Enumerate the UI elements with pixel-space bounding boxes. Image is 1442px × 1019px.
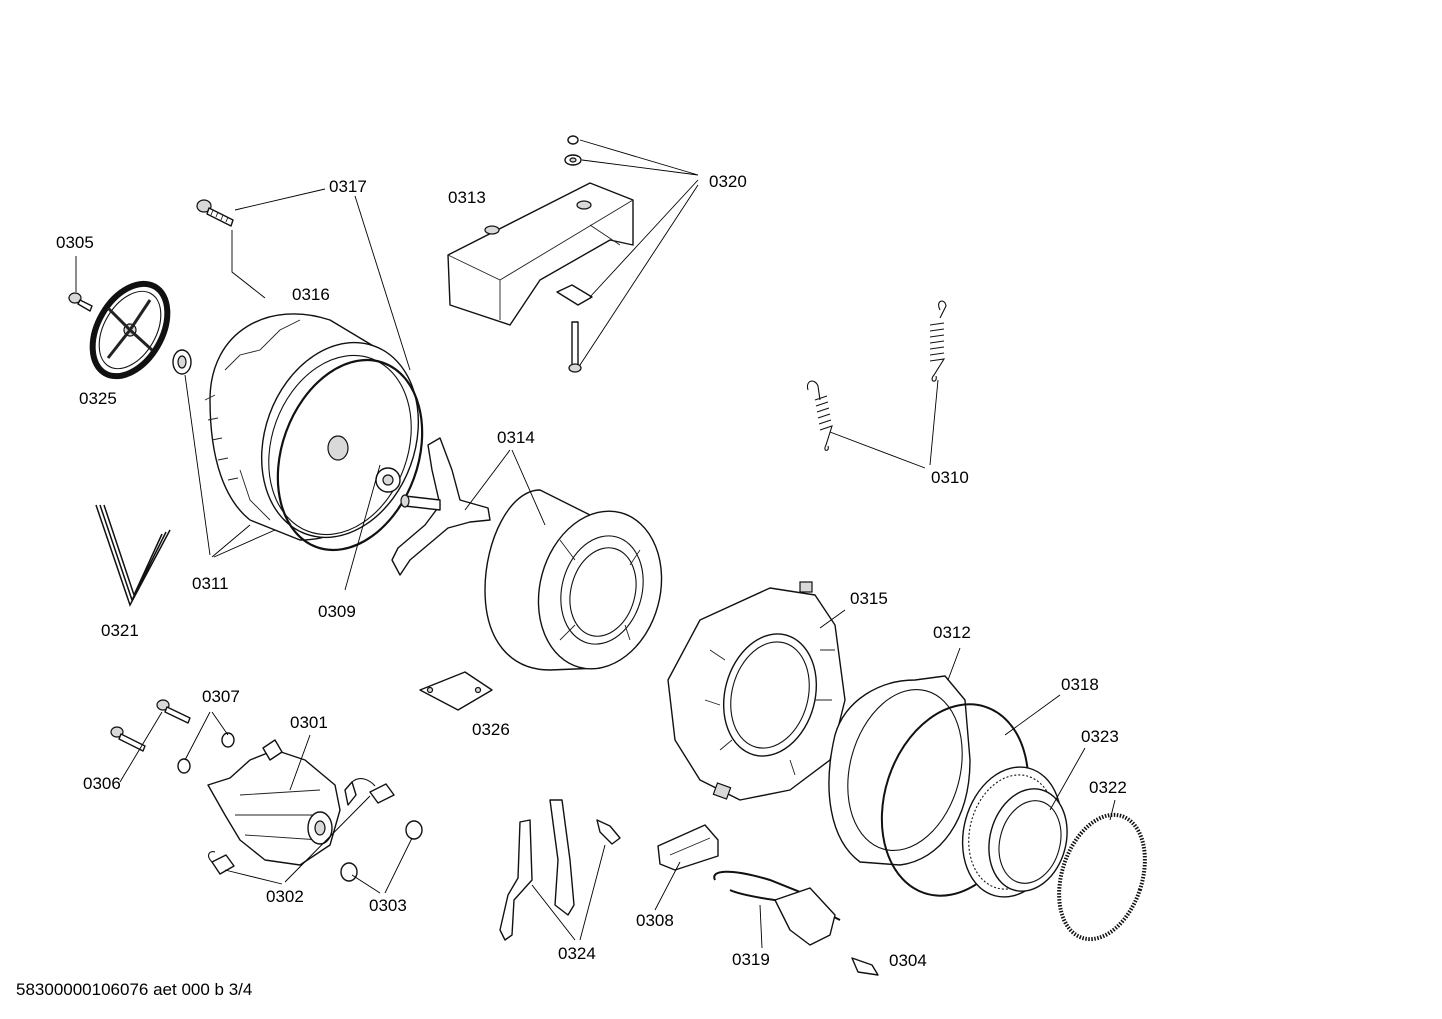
part-0324-shock-absorbers [499,799,621,941]
label-0306: 0306 [83,774,121,793]
part-0309-seal-ring [276,358,424,552]
label-0310: 0310 [931,468,969,487]
label-0324: 0324 [558,944,596,963]
part-0307-screw [156,699,191,724]
part-0317-screw [196,199,234,227]
part-0325-pulley [89,280,171,380]
label-0307: 0307 [202,687,240,706]
part-0319-heater [713,870,841,946]
label-0318: 0318 [1061,675,1099,694]
label-0312: 0312 [933,623,971,642]
label-0302: 0302 [266,887,304,906]
label-0313: 0313 [448,188,486,207]
label-0311: 0311 [192,574,229,593]
part-0308-bracket [657,824,719,871]
label-0314: 0314 [497,428,535,447]
part-0301-motor [207,739,357,866]
label-0322: 0322 [1089,778,1127,797]
part-0320-fixings [556,135,593,373]
part-0304-sensor [851,957,879,976]
part-0303-bushings [340,820,423,882]
part-0326-plate [419,671,493,711]
label-0325: 0325 [79,389,117,408]
label-0315: 0315 [850,589,888,608]
part-0305-screw [68,292,93,312]
part-number-labels: 0305 0317 0313 0320 0316 0325 0314 0310 … [56,172,1127,970]
label-0304: 0304 [889,951,927,970]
part-0311-bushing [172,349,192,375]
label-0323: 0323 [1081,727,1119,746]
label-0316: 0316 [292,285,330,304]
label-0301: 0301 [290,713,328,732]
label-0320: 0320 [709,172,747,191]
part-0323-door-bellows [961,766,1068,898]
label-0305: 0305 [56,233,94,252]
part-0313-counterweight [447,182,634,326]
label-0308: 0308 [636,911,674,930]
part-0316-rear-tub [204,313,420,541]
label-0321: 0321 [101,621,139,640]
label-0317: 0317 [329,177,367,196]
part-0306-screw [110,726,146,752]
part-0302-brushes [208,778,395,875]
label-0319: 0319 [732,950,770,969]
leader-lines [75,139,1116,949]
part-0322-clamp-spring [1057,812,1147,942]
part-0307-bushings [177,732,235,774]
part-0312-seal-frame [828,675,971,866]
drawing-code: 58300000106076 aet 000 b 3/4 [16,980,253,999]
part-0310-springs [806,300,947,451]
part-0314-bracket [391,437,491,576]
part-0315-front-tub [667,581,846,801]
part-0314-drum [484,489,663,671]
label-0326: 0326 [472,720,510,739]
label-0309: 0309 [318,602,356,621]
label-0303: 0303 [369,896,407,915]
part-0321-belt [95,504,171,607]
